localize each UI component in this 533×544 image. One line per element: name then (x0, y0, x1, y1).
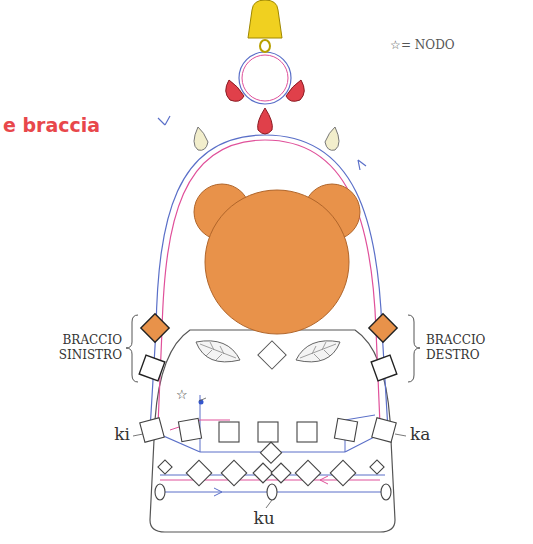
bead-label: ku (253, 508, 274, 528)
bead-label: ka (410, 424, 430, 444)
legend-note: ☆= NODO (390, 38, 455, 52)
arm-label: BRACCIO SINISTRO (12, 333, 122, 363)
arm-label: BRACCIO DESTRO (426, 333, 526, 363)
knot-mark: ☆ (176, 387, 188, 402)
section-title: e braccia (3, 114, 100, 136)
bead-label: ki (114, 424, 130, 444)
